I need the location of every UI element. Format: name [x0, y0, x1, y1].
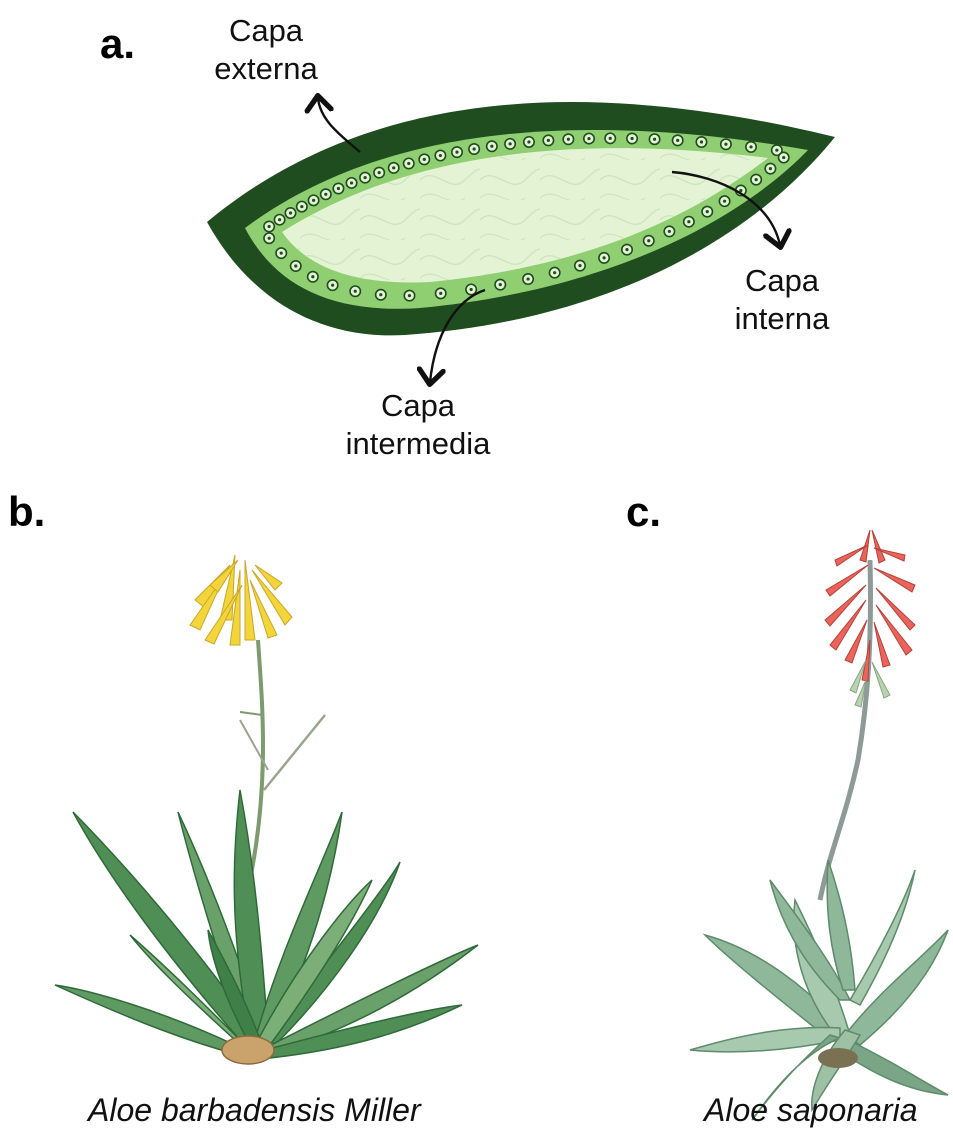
species-label-c: Aloe saponaria	[704, 1092, 917, 1129]
root-base-c	[818, 1048, 858, 1068]
